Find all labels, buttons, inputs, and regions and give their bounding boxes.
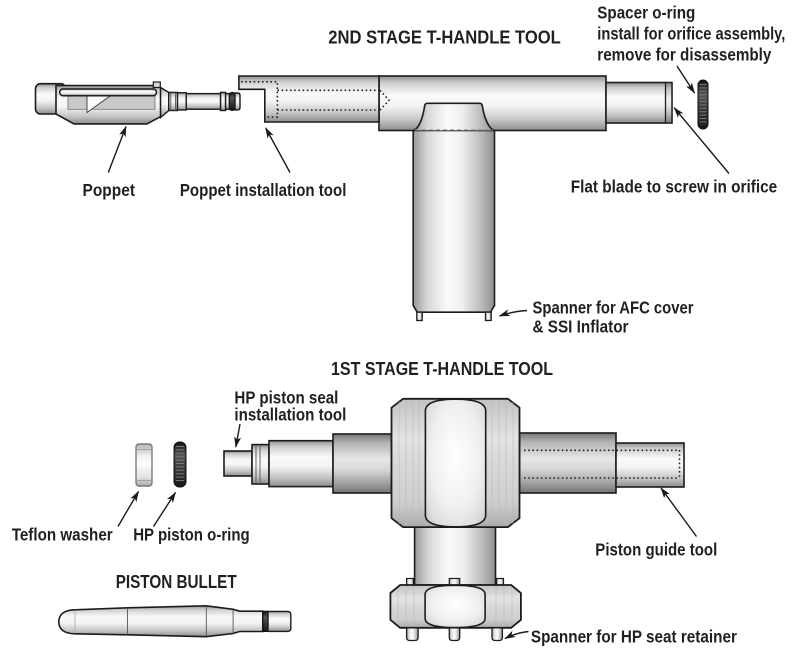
svg-text:1ST STAGE T-HANDLE TOOL: 1ST STAGE T-HANDLE TOOL (331, 359, 553, 379)
svg-text:& SSI Inflator: & SSI Inflator (533, 317, 629, 337)
svg-text:remove for disassembly: remove for disassembly (597, 44, 771, 64)
svg-text:Poppet: Poppet (83, 180, 136, 200)
svg-text:2ND STAGE T-HANDLE TOOL: 2ND STAGE T-HANDLE TOOL (328, 27, 561, 47)
svg-text:PISTON BULLET: PISTON BULLET (116, 572, 237, 592)
svg-text:Spanner for AFC cover: Spanner for AFC cover (533, 297, 694, 317)
svg-text:install for orifice assembly,: install for orifice assembly, (597, 23, 785, 43)
svg-text:Poppet installation tool: Poppet installation tool (180, 180, 347, 200)
svg-text:Piston guide tool: Piston guide tool (595, 540, 717, 560)
svg-text:HP piston seal: HP piston seal (234, 387, 338, 407)
svg-text:Spacer o-ring: Spacer o-ring (597, 2, 695, 22)
svg-text:HP piston o-ring: HP piston o-ring (133, 525, 250, 545)
svg-text:Spanner for HP seat retainer: Spanner for HP seat retainer (531, 627, 737, 647)
svg-text:installation tool: installation tool (234, 404, 346, 424)
svg-text:Teflon washer: Teflon washer (12, 525, 113, 545)
svg-text:Flat blade to screw in orifice: Flat blade to screw in orifice (571, 177, 778, 197)
